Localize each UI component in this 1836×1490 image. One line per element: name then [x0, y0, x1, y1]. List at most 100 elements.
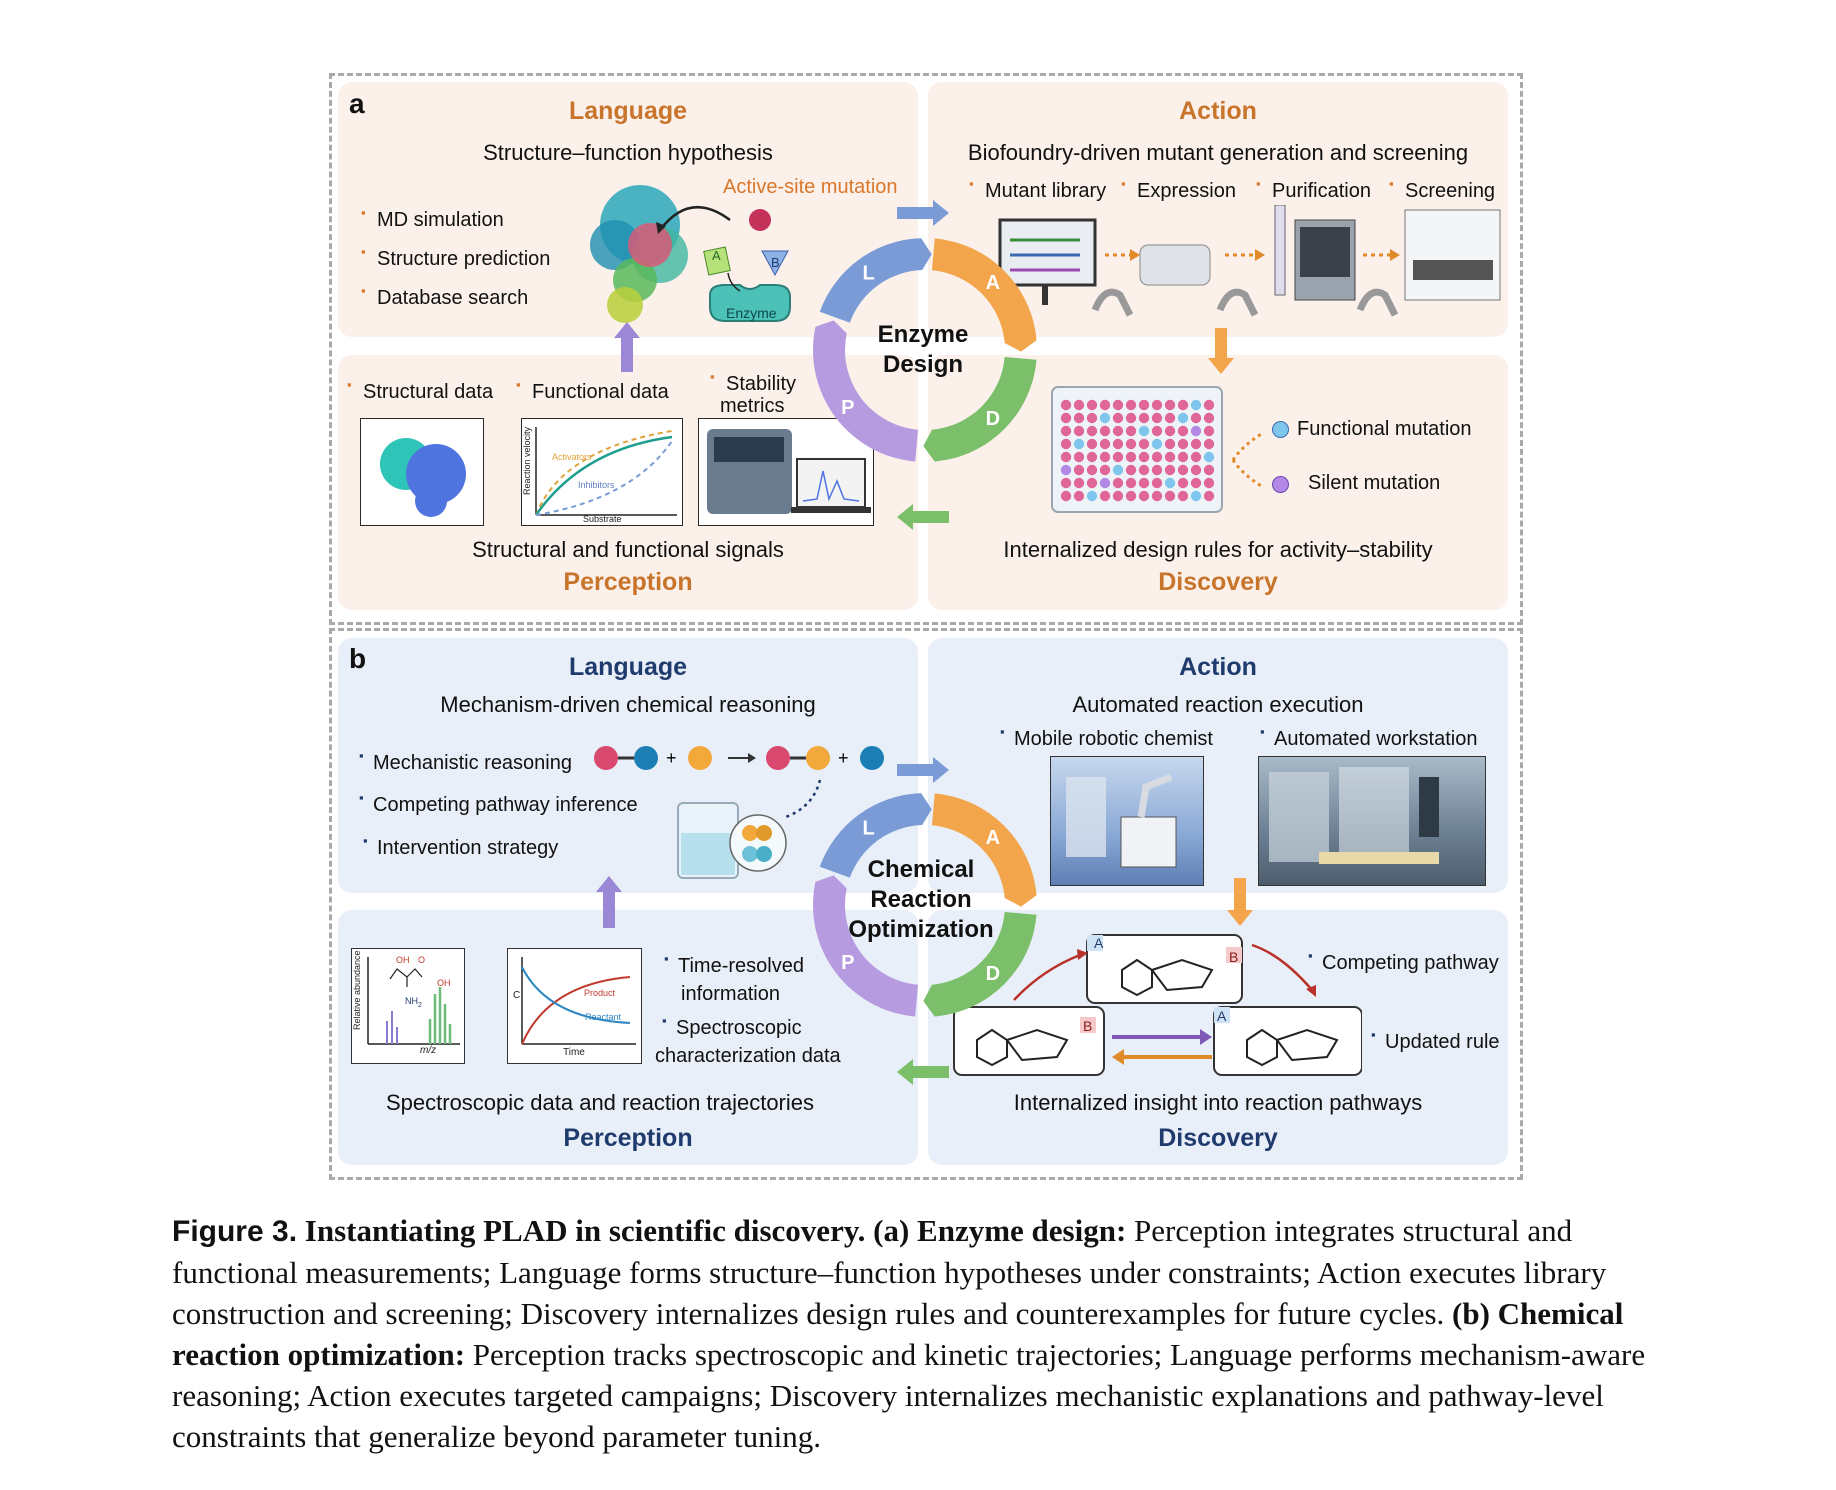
well	[1073, 477, 1085, 489]
well	[1125, 399, 1137, 411]
well	[1086, 451, 1098, 463]
well	[1203, 451, 1215, 463]
well	[1112, 490, 1124, 502]
arrow-discovery-to-perception	[897, 504, 949, 530]
mechanistic-reasoning-item: Mechanistic reasoning	[359, 748, 572, 775]
substrate-b-label: B	[771, 255, 780, 270]
updated-rule-item: Updated rule	[1371, 1027, 1499, 1054]
panel-b-cycle-center-label: Chemical Reaction Optimization	[848, 855, 993, 945]
well	[1190, 477, 1202, 489]
panel-b-discovery-title: Discovery	[1158, 1124, 1278, 1152]
mol-nh-subscript: 2	[418, 1001, 422, 1009]
well	[1177, 490, 1189, 502]
characterization-data-item: characterization data	[655, 1045, 841, 1067]
screening-step: Screening	[1389, 176, 1495, 203]
arrow-b-language-to-action	[897, 757, 949, 783]
well	[1086, 490, 1098, 502]
expression-step: Expression	[1121, 176, 1236, 203]
well	[1177, 425, 1189, 437]
well	[1099, 399, 1111, 411]
well	[1125, 464, 1137, 476]
well	[1138, 477, 1150, 489]
kin-product-label: Product	[584, 988, 616, 998]
well	[1073, 490, 1085, 502]
well	[1086, 464, 1098, 476]
svg-text:+: +	[838, 748, 849, 768]
well	[1203, 464, 1215, 476]
well	[1099, 490, 1111, 502]
well	[1151, 412, 1163, 424]
stability-metrics-box	[698, 418, 874, 526]
well	[1073, 438, 1085, 450]
md-simulation-item: MD simulation	[361, 205, 504, 232]
information-item: information	[681, 983, 780, 1005]
cycle-b-center-line1: Chemical	[867, 856, 975, 883]
panel-b-discovery-subtitle: Internalized insight into reaction pathw…	[1013, 1090, 1423, 1115]
well	[1151, 477, 1163, 489]
well	[1164, 425, 1176, 437]
well	[1073, 399, 1085, 411]
panel-b-frame	[329, 628, 1523, 1180]
pathway-molecules-illustration	[953, 934, 1362, 1076]
well	[1125, 490, 1137, 502]
well	[1190, 490, 1202, 502]
well	[1112, 425, 1124, 437]
well	[1190, 438, 1202, 450]
well	[1125, 412, 1137, 424]
competing-pathway-inference-item: Competing pathway inference	[359, 790, 638, 817]
well	[1138, 425, 1150, 437]
well	[1060, 399, 1072, 411]
arrow-b-perception-to-language	[596, 876, 622, 928]
well	[1203, 412, 1215, 424]
cycle-a-segment-l	[819, 238, 932, 323]
well	[1151, 490, 1163, 502]
well	[1086, 425, 1098, 437]
time-resolved-item: Time-resolved	[664, 951, 804, 978]
biofoundry-instruments-illustration	[998, 205, 1501, 317]
mutant-library-step: Mutant library	[969, 176, 1106, 203]
structural-data-item: Structural data	[347, 377, 493, 404]
well-plate-illustration	[1051, 386, 1223, 513]
well	[1138, 412, 1150, 424]
ms-x-label: m/z	[420, 1045, 437, 1056]
panel-b-action-title: Action	[1179, 653, 1257, 681]
cycle-center-line2: Design	[882, 351, 964, 378]
enzyme-label: Enzyme	[726, 305, 777, 321]
arrow-action-to-discovery	[1208, 328, 1234, 374]
well	[1164, 451, 1176, 463]
arrow-language-to-action	[897, 200, 949, 226]
well	[1190, 412, 1202, 424]
arrow-perception-to-language	[614, 322, 640, 372]
well	[1190, 425, 1202, 437]
well	[1151, 438, 1163, 450]
well	[1060, 451, 1072, 463]
well	[1164, 464, 1176, 476]
well	[1099, 464, 1111, 476]
well	[1177, 464, 1189, 476]
well	[1151, 425, 1163, 437]
enzyme-substrate-icon	[703, 246, 791, 322]
cycle-b-segment-p	[813, 875, 919, 1017]
well	[1151, 464, 1163, 476]
well	[1060, 490, 1072, 502]
well	[1086, 438, 1098, 450]
well	[1138, 490, 1150, 502]
legend-branch-arrows	[1231, 431, 1264, 489]
panel-b-language-subtitle: Mechanism-driven chemical reasoning	[440, 692, 816, 717]
cycle-a-letter-l: L	[862, 262, 874, 284]
well	[1177, 399, 1189, 411]
well	[1138, 464, 1150, 476]
well	[1164, 477, 1176, 489]
well	[1060, 477, 1072, 489]
plot-x-label: Substrate	[583, 514, 622, 524]
workstation-silhouette-icon	[1269, 767, 1439, 864]
mass-spectrum-chart	[367, 957, 460, 1045]
mobile-robot-photo	[1050, 756, 1204, 886]
mol-o-label: O	[418, 955, 426, 965]
cycle-a-segment-d	[923, 356, 1037, 462]
functional-data-plot	[521, 418, 683, 526]
kin-reactant-label: Reactant	[585, 1012, 622, 1022]
well	[1086, 477, 1098, 489]
cycle-b-letter-l: L	[862, 817, 874, 839]
cycle-b-segment-l	[819, 793, 932, 878]
